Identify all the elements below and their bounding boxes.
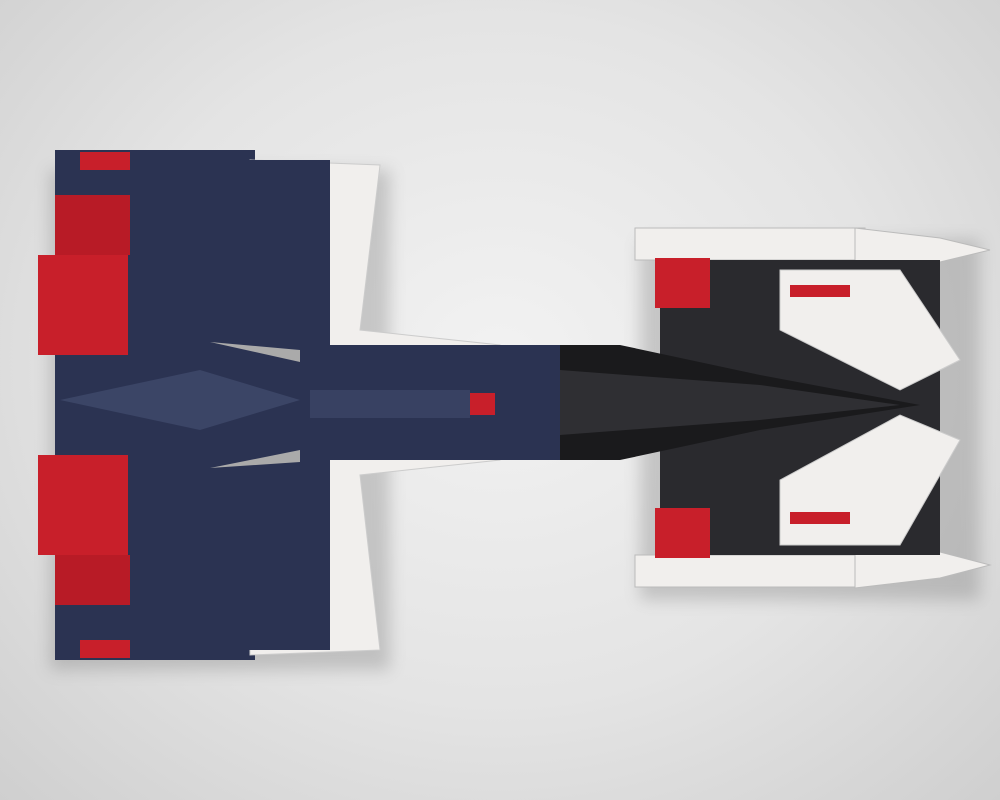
main-body bbox=[38, 150, 560, 660]
nose-cone bbox=[480, 345, 920, 460]
